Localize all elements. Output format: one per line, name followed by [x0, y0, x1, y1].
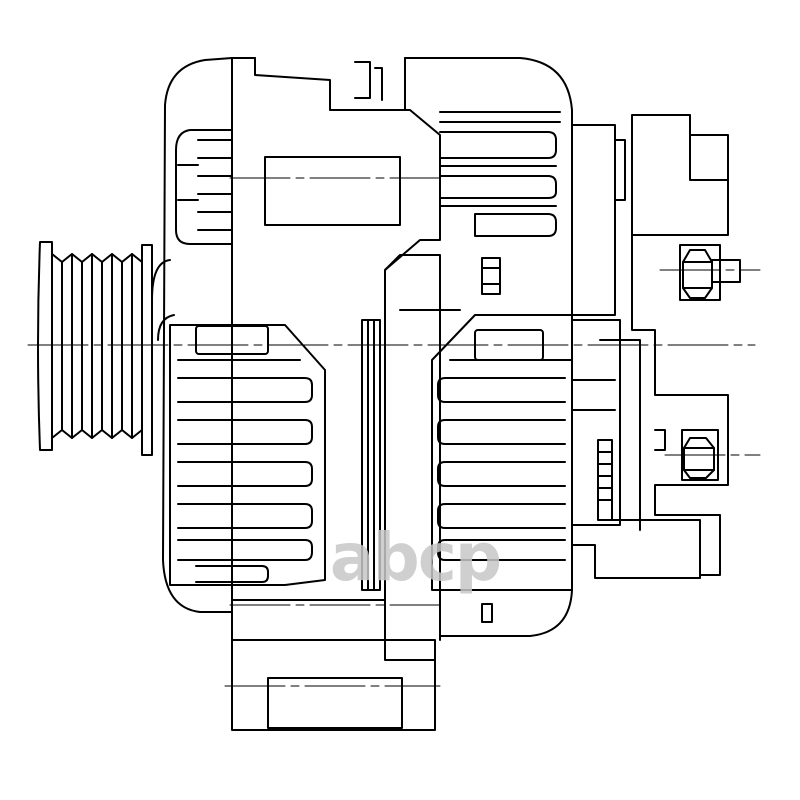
front-housing: [151, 57, 233, 613]
center-bolt-icon: [481, 257, 501, 295]
terminal-bolt-lower: [681, 429, 719, 481]
pulley-hub: [141, 244, 153, 456]
center-lines: [27, 177, 761, 687]
regulator-assembly: [571, 114, 729, 579]
stator-frame: [231, 57, 461, 731]
front-fin-block: [169, 324, 326, 586]
front-housing-outline: [162, 57, 233, 613]
rear-housing: [404, 57, 573, 637]
pulley: [37, 241, 153, 456]
pulley-grooves: [51, 253, 143, 439]
rear-housing-outline: [404, 57, 573, 637]
upper-label-plate: [264, 156, 401, 226]
pulley-outline: [37, 241, 53, 451]
lower-label-plate: [267, 677, 403, 729]
terminal-bolt-upper: [679, 244, 741, 301]
